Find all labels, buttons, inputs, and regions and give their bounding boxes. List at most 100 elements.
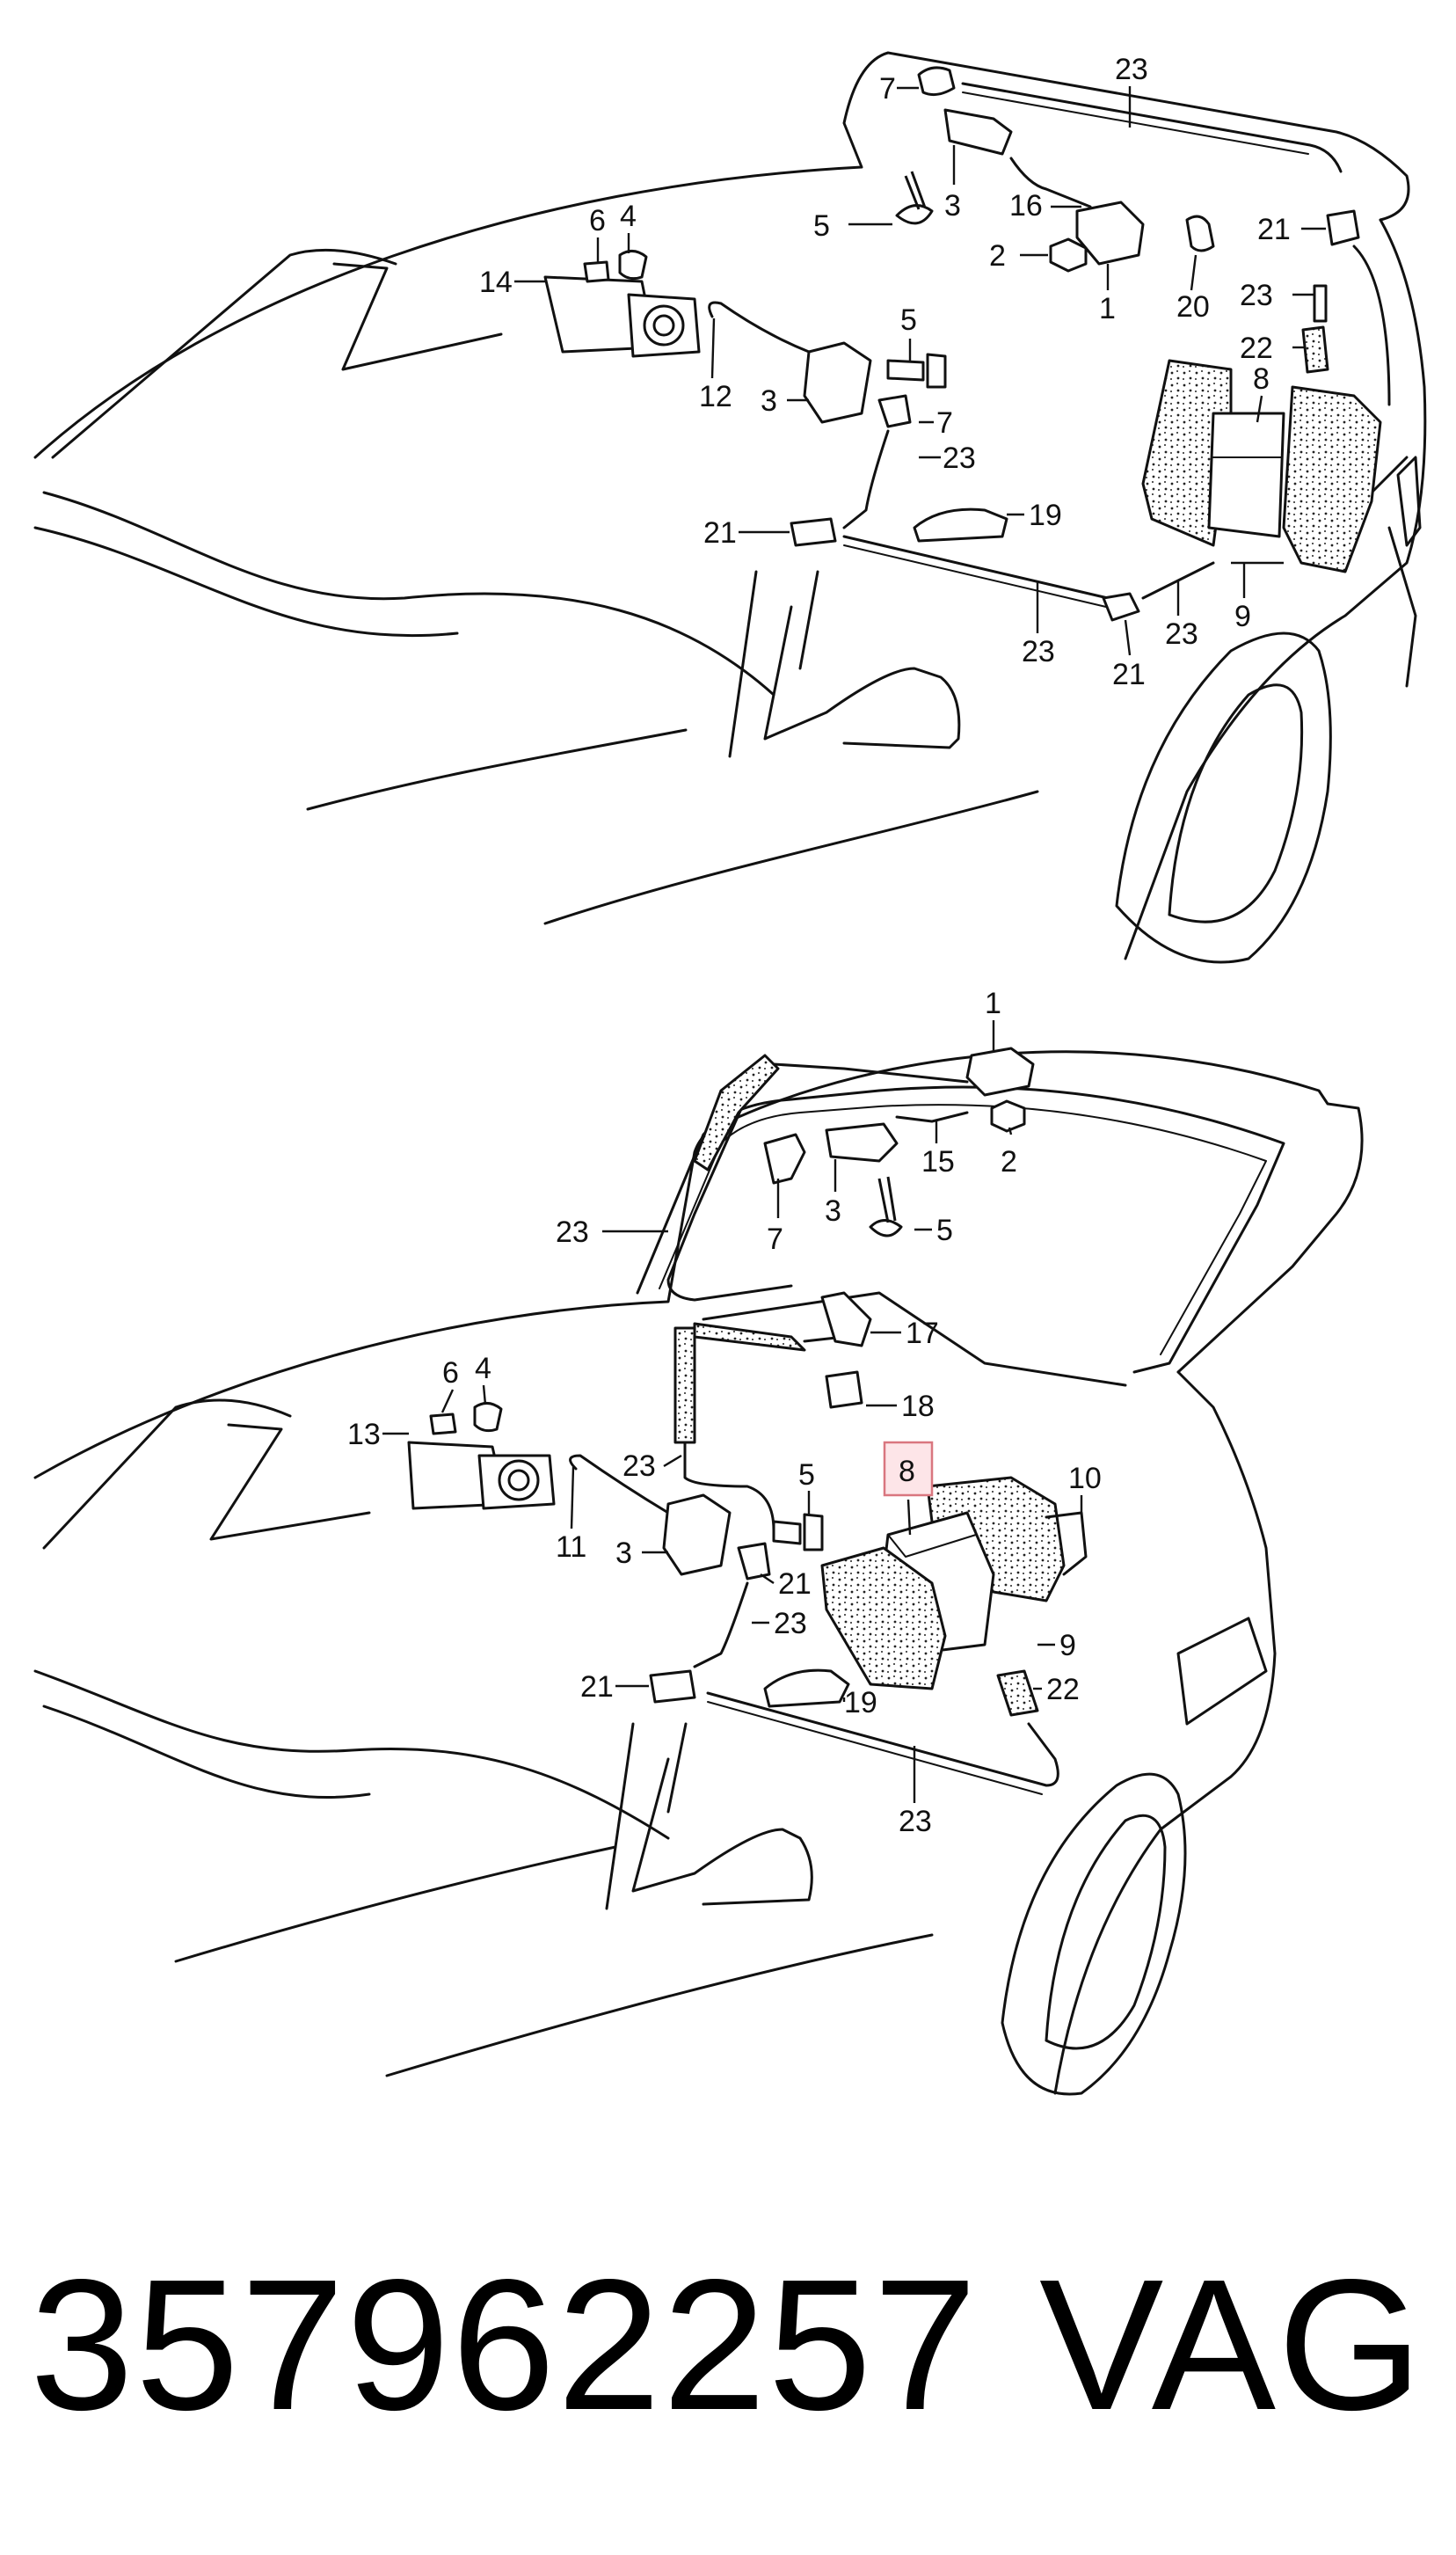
bottom-callout: 4 <box>475 1352 491 1385</box>
bottom-nozzle-3-mid <box>662 1493 732 1576</box>
bottom-screw-5-mid <box>772 1513 824 1551</box>
top-rear-wheel <box>1115 631 1332 964</box>
top-callout: 21 <box>703 516 737 550</box>
bottom-callout: 3 <box>825 1194 841 1228</box>
bottom-reservoir-8-top <box>887 1534 977 1558</box>
bottom-hood-2 <box>42 1705 371 1799</box>
top-valve-1 <box>1075 201 1145 266</box>
top-callout: 21 <box>1112 658 1146 691</box>
top-hose-23-spoiler <box>961 82 1343 173</box>
bottom-callout: 1 <box>985 987 1001 1020</box>
bottom-holder-19 <box>763 1668 850 1708</box>
bottom-tube-23-long-2 <box>707 1701 1043 1795</box>
bottom-rear-wheel-inner <box>1045 1814 1167 2050</box>
top-connector-21-mid <box>790 517 837 547</box>
bottom-callout: 21 <box>580 1670 614 1704</box>
top-callout: 21 <box>1257 213 1291 246</box>
bottom-foam-front <box>820 1546 947 1690</box>
bottom-roof-outline <box>33 1050 1364 1479</box>
bottom-clip-17 <box>820 1291 872 1347</box>
top-callout: 3 <box>944 189 961 223</box>
bottom-callout: 18 <box>901 1390 935 1423</box>
bottom-callout: 15 <box>921 1145 955 1179</box>
bottom-hose-23-window-foam <box>693 1054 780 1172</box>
top-callout: 23 <box>1240 279 1273 312</box>
top-callout: 6 <box>589 204 606 237</box>
top-sleeve-22 <box>1301 325 1329 374</box>
bottom-windshield-inner <box>209 1423 371 1541</box>
top-clip-4 <box>618 250 648 281</box>
bottom-tube-23-long <box>706 1691 1059 1787</box>
top-reservoir-8 <box>1207 412 1285 538</box>
top-callout: 5 <box>900 303 917 337</box>
top-lower-line <box>543 790 1039 925</box>
top-a-pillar <box>728 570 819 758</box>
top-foam-right <box>1282 385 1382 573</box>
top-callout: 23 <box>1165 617 1198 651</box>
top-rear-wheel-inner <box>1168 683 1304 923</box>
top-callout: 2 <box>989 239 1006 273</box>
bottom-callout: 11 <box>556 1530 586 1564</box>
top-rear-body <box>1124 218 1427 960</box>
bottom-lower <box>385 1933 934 2077</box>
brand-name: VAG <box>1039 2240 1424 2449</box>
top-callout: 4 <box>620 200 637 233</box>
bottom-callout: 23 <box>622 1449 656 1483</box>
top-clip-6 <box>583 260 610 283</box>
bottom-rear-body <box>1053 1370 1277 2095</box>
bottom-clip-6 <box>429 1413 457 1435</box>
bottom-hose-17-foam <box>693 1322 806 1352</box>
bottom-hose-15 <box>895 1111 969 1123</box>
bottom-hose-11 <box>569 1454 670 1515</box>
bottom-nozzle-3 <box>825 1122 899 1163</box>
top-cap-7 <box>917 66 956 97</box>
top-tail-light <box>1396 456 1422 547</box>
bottom-a-pillar <box>605 1722 688 1910</box>
bottom-elbow-7 <box>763 1133 806 1185</box>
bottom-elbow-21 <box>737 1542 771 1580</box>
top-hose-12 <box>708 301 811 354</box>
bottom-fender <box>174 1845 617 1963</box>
top-callout: 14 <box>479 266 513 299</box>
bottom-callout: 6 <box>442 1356 459 1390</box>
top-roof-outline <box>33 51 1410 459</box>
top-callouts: 23 7 5 3 16 2 1 21 20 23 22 8 9 6 4 14 1… <box>479 53 1291 691</box>
top-callout: 20 <box>1176 290 1210 324</box>
bottom-callout: 21 <box>778 1567 812 1601</box>
bottom-callout: 9 <box>1059 1629 1076 1662</box>
bottom-body-side <box>1176 1617 1268 1726</box>
bottom-rear-window-inner <box>659 1104 1267 1355</box>
top-tube-23-long-2 <box>843 544 1107 608</box>
bottom-hood <box>33 1669 670 1840</box>
bottom-callout: 10 <box>1068 1462 1102 1495</box>
bottom-hose-23-top <box>772 1062 969 1084</box>
bottom-washer-13-ring-inner <box>507 1469 530 1492</box>
bottom-sleeve-22 <box>996 1669 1039 1717</box>
top-clip-20 <box>1185 215 1215 252</box>
top-hose-23-spoiler-2 <box>962 91 1309 155</box>
top-hood-line <box>42 491 775 697</box>
top-hose-21-right <box>1352 245 1391 406</box>
bottom-clip-4 <box>473 1402 503 1433</box>
bottom-rear-wheel <box>1001 1772 1187 2096</box>
top-screw-5 <box>895 171 934 225</box>
top-hood-line-2 <box>33 526 459 638</box>
bottom-valve-1 <box>965 1047 1035 1097</box>
bottom-callout: 19 <box>844 1686 877 1719</box>
top-callout: 7 <box>879 72 896 106</box>
top-holder-19 <box>913 507 1008 543</box>
top-callout: 5 <box>813 209 830 243</box>
bottom-screw-5 <box>869 1176 903 1237</box>
bottom-callout: 22 <box>1046 1673 1080 1706</box>
bottom-callout: 23 <box>774 1607 807 1640</box>
bottom-nut-2 <box>990 1099 1026 1133</box>
bottom-hose-23-vertical-foam <box>673 1326 696 1444</box>
top-washer-14-ring-inner <box>652 314 675 337</box>
top-nozzle-3-mid <box>803 341 872 424</box>
highlight-box-8 <box>883 1441 934 1497</box>
bottom-callout: 3 <box>615 1537 632 1570</box>
top-connector-21-right <box>1326 209 1360 246</box>
top-nut-2 <box>1049 237 1088 273</box>
bottom-callout: 5 <box>798 1458 815 1492</box>
